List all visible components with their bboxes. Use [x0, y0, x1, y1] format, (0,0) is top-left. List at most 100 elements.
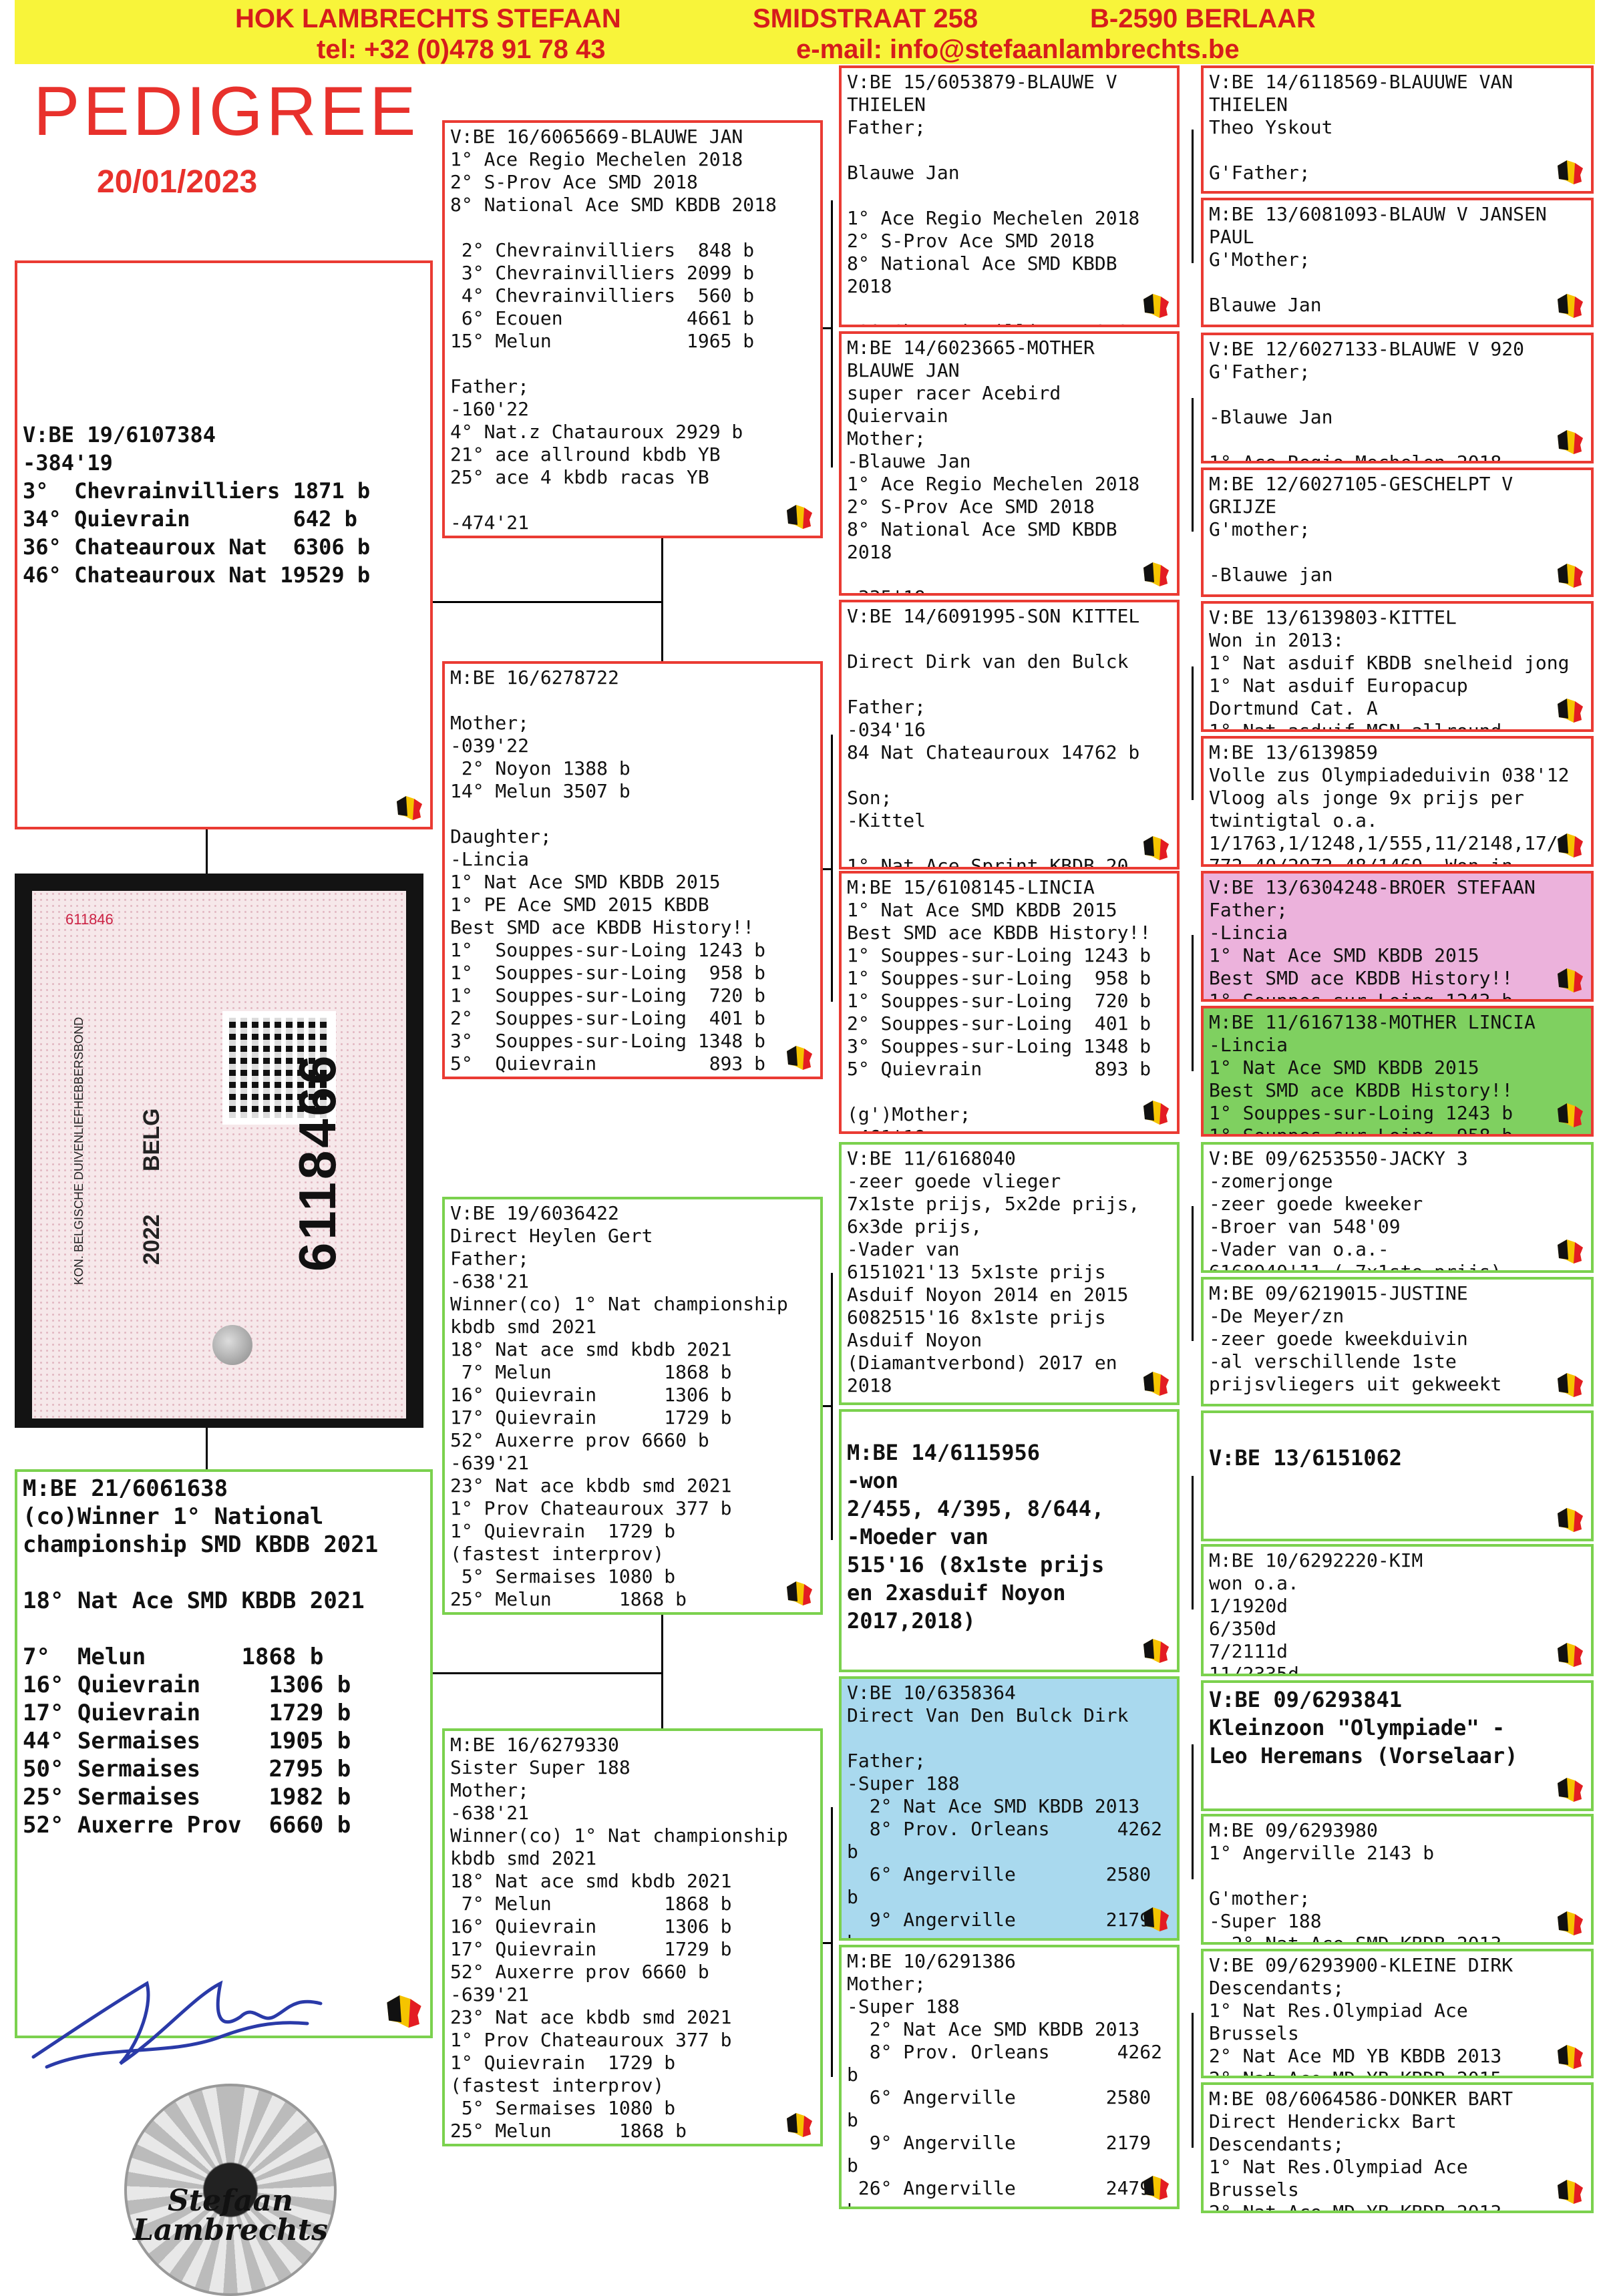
pedigree-line: -Super 188	[847, 1772, 960, 1794]
pedigree-line: 25° ace 4 kbdb racas YB	[450, 466, 709, 488]
connector-line	[823, 327, 831, 329]
belgium-flag-icon	[787, 505, 812, 529]
pedigree-line: M:BE 11/6167138-MOTHER LINCIA	[1209, 1011, 1536, 1033]
pedigree-line: M:BE 14/6115956	[847, 1440, 1040, 1465]
pedigree-line: 6082515'16 8x1ste prijs	[847, 1306, 1106, 1328]
pedigree-line: 50° Sermaises 2795 b	[23, 1756, 351, 1782]
connector-line	[661, 538, 663, 661]
gen4-box-10: M:BE 09/6219015-JUSTINE-De Meyer/zn-zeer…	[1201, 1277, 1594, 1406]
sire-dam-box: M:BE 16/6278722 Mother;-039'22 2° Noyon …	[442, 661, 823, 1079]
pedigree-line: -335'19	[847, 586, 1172, 593]
pedigree-line: 2/455, 4/395, 8/644,	[847, 1496, 1105, 1521]
pedigree-line: Descendants;	[1209, 2133, 1345, 2155]
belgium-flag-icon	[1558, 1239, 1583, 1264]
pedigree-line	[23, 1615, 425, 1643]
pedigree-line: 8° Prov. Orleans 4262	[847, 1818, 1163, 1840]
pedigree-line: 52° Auxerre prov 6660 b	[450, 1961, 709, 1983]
pedigree-line: -Kittel	[847, 809, 926, 831]
pedigree-line: Mother;	[450, 1779, 530, 1801]
pedigree-line: 7° Melun 1868 b	[450, 1361, 732, 1383]
pedigree-line: 9° Angerville 2179	[847, 2132, 1151, 2154]
connector-line	[433, 601, 663, 603]
pedigree-line: -De Meyer/zn	[1209, 1305, 1345, 1327]
pedigree-line: G'Mother;	[1209, 248, 1310, 270]
pedigree-line: Father;	[847, 1750, 926, 1772]
connector-line	[433, 1672, 663, 1674]
pedigree-line: 5° Sermaises 1080 b	[450, 2097, 676, 2119]
pedigree-line: -Blauwe jan	[1209, 564, 1333, 586]
seal-name: Stefaan Lambrechts	[133, 2184, 328, 2247]
pedigree-line: Son;	[847, 787, 892, 809]
pedigree-line: THIELEN	[847, 93, 926, 116]
pedigree-line: 16° Quievrain 1306 b	[23, 1672, 351, 1698]
connector-line	[831, 200, 833, 467]
pedigree-line: -073'20	[450, 1611, 815, 1612]
pedigree-line	[847, 1727, 1172, 1750]
pedigree-line: Brussels	[1209, 2022, 1299, 2044]
pedigree-line: 1° Souppes-sur-Loing 1243 b	[450, 939, 766, 961]
pedigree-line: 6° Angerville 2580	[847, 1863, 1151, 1885]
pedigree-line: -384'19	[23, 450, 113, 475]
pedigree-line: -638'21	[450, 1270, 530, 1292]
pedigree-line: -Lincia	[1209, 1034, 1288, 1056]
belgium-flag-icon	[1558, 564, 1583, 588]
pedigree-line	[1209, 383, 1586, 406]
pedigree-line: Direct Dirk van den Bulck	[847, 650, 1129, 673]
pedigree-line: 46° Chateauroux Nat 19529 b	[23, 562, 371, 588]
pedigree-line: Mother;	[847, 1973, 926, 1995]
pedigree-line: M:BE 13/6139859	[1209, 741, 1378, 763]
pedigree-line: 23° Nat ace kbdb smd 2021	[450, 2006, 732, 2028]
pedigree-line: PAUL	[1209, 226, 1254, 248]
connector-line	[1192, 935, 1194, 1071]
pedigree-line: (co)Winner 1° National	[23, 1503, 324, 1530]
pedigree-line: 84 Nat Chateauroux 14762 b	[847, 741, 1140, 763]
ring-number: 6118466	[288, 1053, 347, 1272]
pedigree-line: 1° Nat Ace SMD KBDB 2015	[1209, 1057, 1479, 1079]
pedigree-line	[847, 764, 1172, 787]
pedigree-line: 2° Nat Ace MD YB KBDB 2015	[1209, 2068, 1586, 2076]
pedigree-line: -474'21	[450, 512, 530, 534]
pedigree-line: 1° Quievrain 1729 b	[450, 2052, 676, 2074]
pedigree-line: M:BE 09/6219015-JUSTINE	[1209, 1282, 1468, 1304]
pedigree-line: 25° Sermaises 1982 b	[23, 1784, 351, 1810]
pedigree-line	[450, 689, 815, 712]
pedigree-line	[1209, 271, 1586, 294]
gen4-lines-11: V:BE 13/6151062	[1209, 1416, 1586, 1472]
pedigree-line: V:BE 13/6151062	[1209, 1445, 1402, 1471]
pedigree-line: 1° Nat Ace SMD KBDB 2015	[450, 871, 721, 893]
pedigree-line: M:BE 15/6108145-LINCIA	[847, 876, 1095, 898]
pedigree-line: M:BE 13/6081093-BLAUW V JANSEN	[1209, 203, 1547, 225]
connector-line	[823, 1405, 831, 1407]
belgium-flag-icon	[1558, 294, 1583, 318]
pedigree-line: Kleinzoon "Olympiade" -	[1209, 1715, 1505, 1740]
phone: tel: +32 (0)478 91 78 43	[317, 35, 606, 64]
pedigree-line: 25° Melun 1868 b	[450, 1588, 687, 1610]
pedigree-line: prijsvliegers uit gekweekt	[1209, 1373, 1502, 1395]
pedigree-line	[847, 628, 1172, 650]
pedigree-line	[847, 1081, 1172, 1103]
pedigree-line: -073'20	[450, 2142, 815, 2144]
pedigree-line	[1209, 541, 1586, 564]
pedigree-line: 8° National Ace SMD KBDB 2018	[450, 194, 777, 216]
pedigree-line: (Diamantverbond) 2017 en	[847, 1352, 1117, 1374]
pedigree-line: 8° National Ace SMD KBDB	[847, 252, 1117, 274]
pedigree-line: V:BE 19/6107384	[23, 422, 216, 447]
pedigree-line: 2018	[847, 541, 892, 563]
belgium-flag-icon	[1143, 1639, 1169, 1663]
pedigree-line: Father;	[450, 375, 530, 397]
